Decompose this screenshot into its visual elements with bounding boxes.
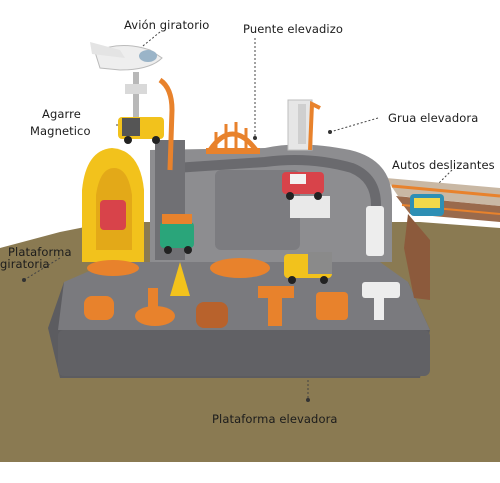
label-plataforma-elevadora: Plataforma elevadora bbox=[212, 412, 338, 426]
round-pad bbox=[210, 258, 270, 278]
crane-toy bbox=[287, 99, 330, 218]
label-plataforma-giratoria-line2: giratoria bbox=[0, 257, 50, 271]
label-avion: Avión giratorio bbox=[124, 18, 210, 32]
leader-dot bbox=[22, 278, 26, 282]
upper-block bbox=[215, 170, 300, 250]
magnetic-grab-car bbox=[118, 117, 164, 144]
leader-dot bbox=[306, 398, 310, 402]
lift-platform-truck bbox=[284, 252, 332, 284]
label-plataforma-giratoria-line1: Plataforma bbox=[8, 245, 72, 259]
label-grua: Grua elevadora bbox=[388, 111, 479, 125]
label-autos: Autos deslizantes bbox=[392, 158, 495, 172]
white-gate bbox=[366, 206, 384, 256]
orange-curved-pole bbox=[158, 77, 175, 171]
label-puente: Puente elevadizo bbox=[243, 22, 343, 36]
leader-dot bbox=[328, 130, 332, 134]
upper-track-lane bbox=[174, 155, 381, 250]
bridge-arch bbox=[206, 122, 260, 154]
front-buttons bbox=[84, 282, 400, 328]
rotating-platform bbox=[82, 148, 144, 276]
airplane-toy bbox=[90, 42, 163, 127]
toy-car bbox=[282, 172, 324, 200]
label-agarre-line2: Magnetico bbox=[30, 124, 91, 138]
toy-car bbox=[160, 214, 194, 254]
base-front-face bbox=[58, 330, 430, 376]
yellow-cone bbox=[170, 262, 190, 296]
leader-dot bbox=[253, 136, 257, 140]
label-agarre-line1: Agarre bbox=[42, 107, 81, 121]
side-track bbox=[386, 178, 500, 300]
toy-car bbox=[410, 194, 444, 216]
